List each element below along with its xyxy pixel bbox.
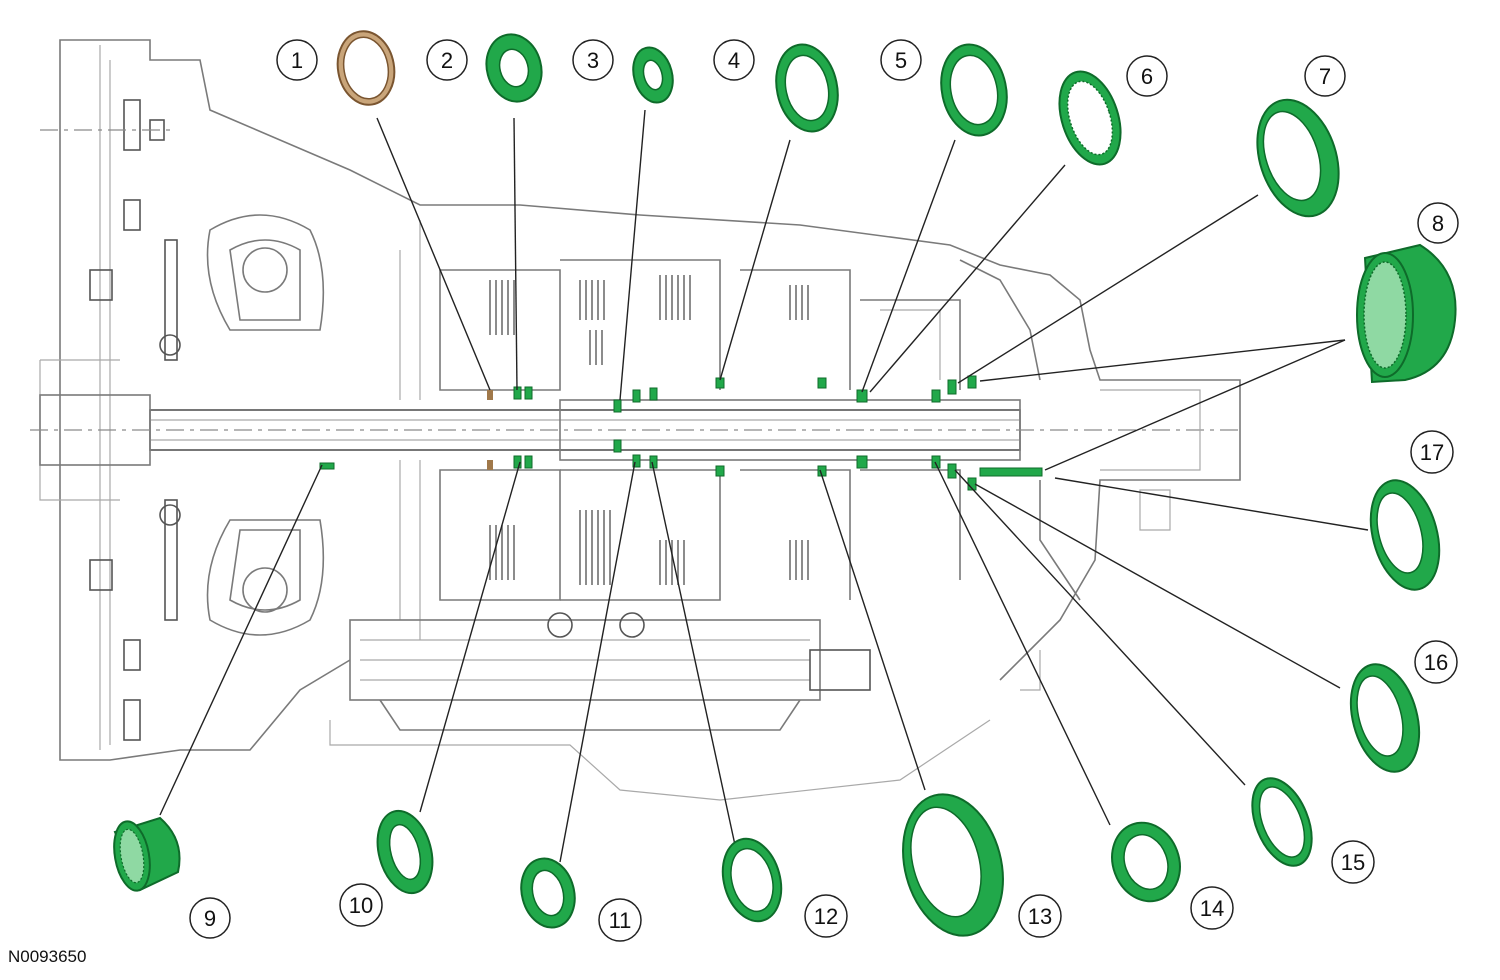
svg-text:9: 9 [204, 906, 216, 931]
callout-16: 16 [1414, 640, 1458, 684]
callout-8: 8 [1417, 202, 1459, 244]
svg-text:5: 5 [895, 48, 907, 73]
callout-7: 7 [1304, 55, 1346, 97]
callout-15: 15 [1331, 840, 1375, 884]
callout-4: 4 [713, 39, 755, 81]
in-place-bearing-markers [319, 375, 1043, 491]
svg-text:1: 1 [291, 48, 303, 73]
leader-lines [159, 109, 1369, 863]
part-9-needle-bearing-icon [113, 816, 181, 892]
callout-17: 17 [1410, 430, 1454, 474]
part-6-needle-bearing-icon [1058, 70, 1122, 166]
callout-6: 6 [1126, 55, 1168, 97]
transmission-housing-linework [30, 39, 1241, 801]
callout-labels: 1 2 3 4 5 6 7 8 9 10 11 12 13 14 15 16 1… [189, 39, 1459, 942]
clutch-packs-lower [399, 460, 961, 640]
callout-2: 2 [426, 39, 468, 81]
svg-text:17: 17 [1420, 440, 1444, 465]
part-15-thrust-bearing-icon [1251, 777, 1313, 867]
part-8-needle-roller-bearing-icon [1356, 243, 1457, 384]
part-10-thrust-bearing-icon [376, 809, 434, 895]
exploded-parts [113, 30, 1457, 937]
rear-extension-housing [959, 259, 1201, 691]
part-14-thrust-bearing-icon [1111, 821, 1181, 903]
svg-text:3: 3 [587, 48, 599, 73]
part-7-sleeve-bearing-icon [1256, 98, 1340, 218]
callout-10: 10 [339, 883, 383, 927]
part-17-sleeve-bearing-icon [1369, 479, 1441, 591]
part-2-thrust-bearing-icon [485, 33, 543, 103]
valve-body [329, 612, 991, 801]
callout-11: 11 [598, 898, 642, 942]
callout-9: 9 [189, 897, 231, 939]
part-5-thrust-bearing-icon [940, 43, 1008, 137]
part-12-thrust-bearing-icon [721, 837, 783, 923]
part-11-thrust-bearing-icon [520, 857, 576, 929]
svg-text:13: 13 [1028, 904, 1052, 929]
part-13-sleeve-bearing-icon [902, 793, 1004, 937]
svg-text:4: 4 [728, 48, 740, 73]
svg-text:10: 10 [349, 893, 373, 918]
callout-14: 14 [1190, 886, 1234, 930]
svg-text:8: 8 [1432, 211, 1444, 236]
svg-text:12: 12 [814, 904, 838, 929]
svg-text:15: 15 [1341, 850, 1365, 875]
part-16-sleeve-bearing-icon [1349, 663, 1421, 773]
svg-text:14: 14 [1200, 896, 1224, 921]
part-3-thrust-bearing-icon [632, 46, 674, 104]
part-4-thrust-bearing-icon [775, 43, 839, 133]
svg-text:11: 11 [609, 908, 632, 933]
figure-id-label: N0093650 [8, 947, 86, 966]
callout-12: 12 [804, 894, 848, 938]
callout-1: 1 [276, 39, 318, 81]
part-1-thrust-washer-icon [336, 30, 396, 106]
torque-converter [159, 214, 325, 636]
svg-text:16: 16 [1424, 650, 1448, 675]
svg-text:2: 2 [441, 48, 453, 73]
callout-3: 3 [572, 39, 614, 81]
svg-text:7: 7 [1319, 64, 1331, 89]
callout-13: 13 [1018, 894, 1062, 938]
clutch-packs-upper [399, 220, 961, 400]
svg-text:6: 6 [1141, 64, 1153, 89]
callout-5: 5 [880, 39, 922, 81]
